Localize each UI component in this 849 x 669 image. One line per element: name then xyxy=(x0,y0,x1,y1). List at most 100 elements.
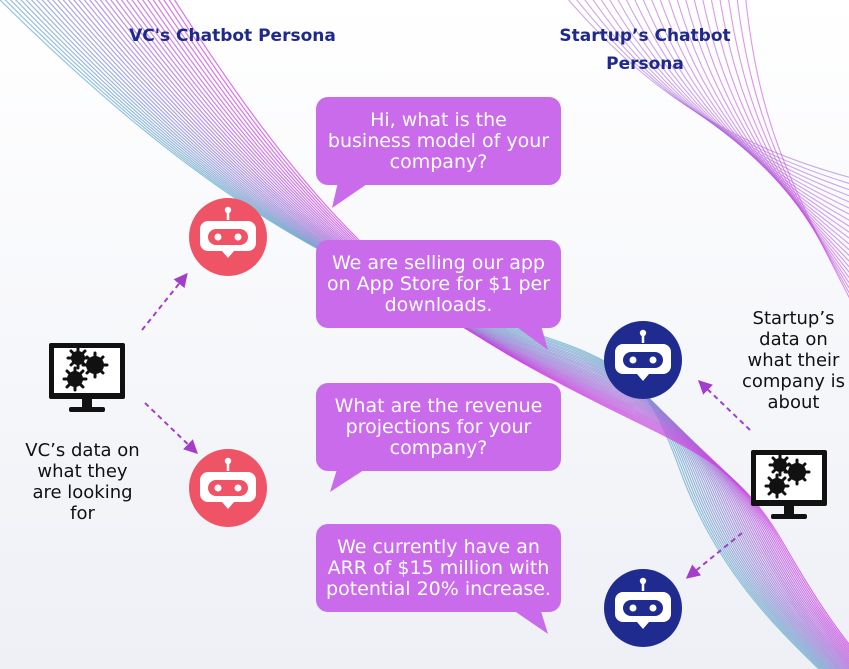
robot-icon xyxy=(602,567,684,649)
wave-line xyxy=(147,0,849,656)
startup-heading-line-2: Persona xyxy=(606,54,684,74)
wave-line xyxy=(57,0,836,669)
robot-icon xyxy=(187,196,269,278)
vc-data-line: what they xyxy=(37,461,128,482)
wave-line xyxy=(651,0,849,239)
wave-line xyxy=(625,0,849,221)
startup-data-label: Startup’s data on what their company is … xyxy=(738,308,849,413)
arrow-startup-data-to-bot-2 xyxy=(685,532,743,579)
wave-line xyxy=(728,0,849,289)
wave-line xyxy=(62,0,838,669)
chat-bubble-startup-answer-2: We currently have an ARR of $15 million … xyxy=(316,524,561,612)
wave-line xyxy=(73,0,841,669)
bubble-line: What are the revenue xyxy=(334,394,543,417)
bubble-line: company? xyxy=(389,150,488,173)
wave-line xyxy=(609,0,849,209)
wave-line xyxy=(152,0,849,654)
vc-heading-text: VC's Chatbot Persona xyxy=(129,26,336,46)
bubble-tail-4 xyxy=(510,608,548,634)
wave-line xyxy=(36,0,830,669)
wave-line xyxy=(719,0,849,284)
vc-data-line: VC’s data on xyxy=(25,440,140,461)
bubble-line: projections for your xyxy=(345,415,532,438)
vc-persona-heading: VC's Chatbot Persona xyxy=(120,22,345,50)
wave-line xyxy=(0,0,820,669)
startup-heading-line-1: Startup’s Chatbot xyxy=(559,26,731,46)
wave-line xyxy=(676,0,849,257)
wave-line xyxy=(131,0,849,662)
bubble-tail-1 xyxy=(332,182,370,208)
wave-line xyxy=(173,0,849,646)
wave-line xyxy=(642,0,849,233)
bubble-line: potential 20% increase. xyxy=(326,577,551,600)
wave-line xyxy=(157,0,849,652)
wave-line xyxy=(41,0,832,669)
wave-line xyxy=(617,0,849,215)
wave-line xyxy=(600,0,849,203)
bubble-line: We currently have an xyxy=(337,535,540,558)
wave-line xyxy=(126,0,849,664)
startup-persona-heading: Startup’s Chatbot Persona xyxy=(545,22,745,78)
wave-line xyxy=(736,0,849,294)
bubble-line: downloads. xyxy=(384,293,493,316)
wave-line xyxy=(25,0,827,669)
wave-line xyxy=(4,0,822,669)
wave-line xyxy=(668,0,849,251)
bubble-line: Hi, what is the xyxy=(370,108,507,131)
wave-line xyxy=(115,0,849,668)
chat-bubble-startup-answer-1: We are selling our app on App Store for … xyxy=(316,240,561,328)
wave-line xyxy=(136,0,849,660)
wave-line xyxy=(104,0,849,669)
startup-data-line: company is xyxy=(741,371,846,392)
vc-data-label: VC’s data on what they are looking for xyxy=(10,440,155,524)
wave-line xyxy=(567,0,849,178)
wave-line xyxy=(51,0,835,669)
wave-line xyxy=(89,0,845,669)
wave-line xyxy=(745,0,849,299)
wave-line xyxy=(15,0,825,669)
wave-line xyxy=(142,0,849,658)
chat-bubble-vc-question-1: Hi, what is the business model of your c… xyxy=(316,97,561,185)
wave-line xyxy=(120,0,849,666)
bubble-line: ARR of $15 million with xyxy=(327,556,550,579)
wave-line xyxy=(94,0,846,669)
robot-icon xyxy=(602,319,684,401)
startup-data-line: Startup’s xyxy=(752,308,835,329)
bubble-line: business model of your xyxy=(327,129,550,152)
wave-line xyxy=(710,0,849,279)
robot-icon xyxy=(187,447,269,529)
wave-line xyxy=(83,0,844,669)
wave-line xyxy=(685,0,849,262)
bubble-line: company? xyxy=(389,436,488,459)
wave-line xyxy=(99,0,848,669)
wave-line xyxy=(168,0,849,648)
bubble-tail-2 xyxy=(510,322,548,350)
bubble-line: on App Store for $1 per xyxy=(326,272,551,295)
wave-line xyxy=(110,0,849,669)
wave-line xyxy=(20,0,826,669)
wave-line xyxy=(9,0,823,669)
vc-data-line: are looking xyxy=(32,482,133,503)
startup-data-line: what their xyxy=(747,350,840,371)
wave-line xyxy=(592,0,849,197)
wave-line xyxy=(78,0,842,669)
wave-line xyxy=(576,0,849,184)
vc-data-line: for xyxy=(70,503,95,524)
wave-line xyxy=(46,0,833,669)
wave-line xyxy=(163,0,849,650)
wave-line xyxy=(702,0,849,273)
wave-line xyxy=(634,0,849,227)
bubble-line: We are selling our app xyxy=(331,251,545,274)
startup-data-line: data on xyxy=(759,329,828,350)
startup-data-line: about xyxy=(767,392,820,413)
wave-line xyxy=(30,0,829,669)
wave-line xyxy=(67,0,839,669)
arrow-vc-data-to-bot-1 xyxy=(141,272,188,331)
arrow-startup-data-to-bot-1 xyxy=(697,380,751,431)
wave-line xyxy=(693,0,849,268)
bubble-tail-3 xyxy=(330,466,370,492)
wave-line xyxy=(659,0,849,245)
wave-line xyxy=(584,0,849,191)
chat-bubble-vc-question-2: What are the revenue projections for you… xyxy=(316,383,561,471)
